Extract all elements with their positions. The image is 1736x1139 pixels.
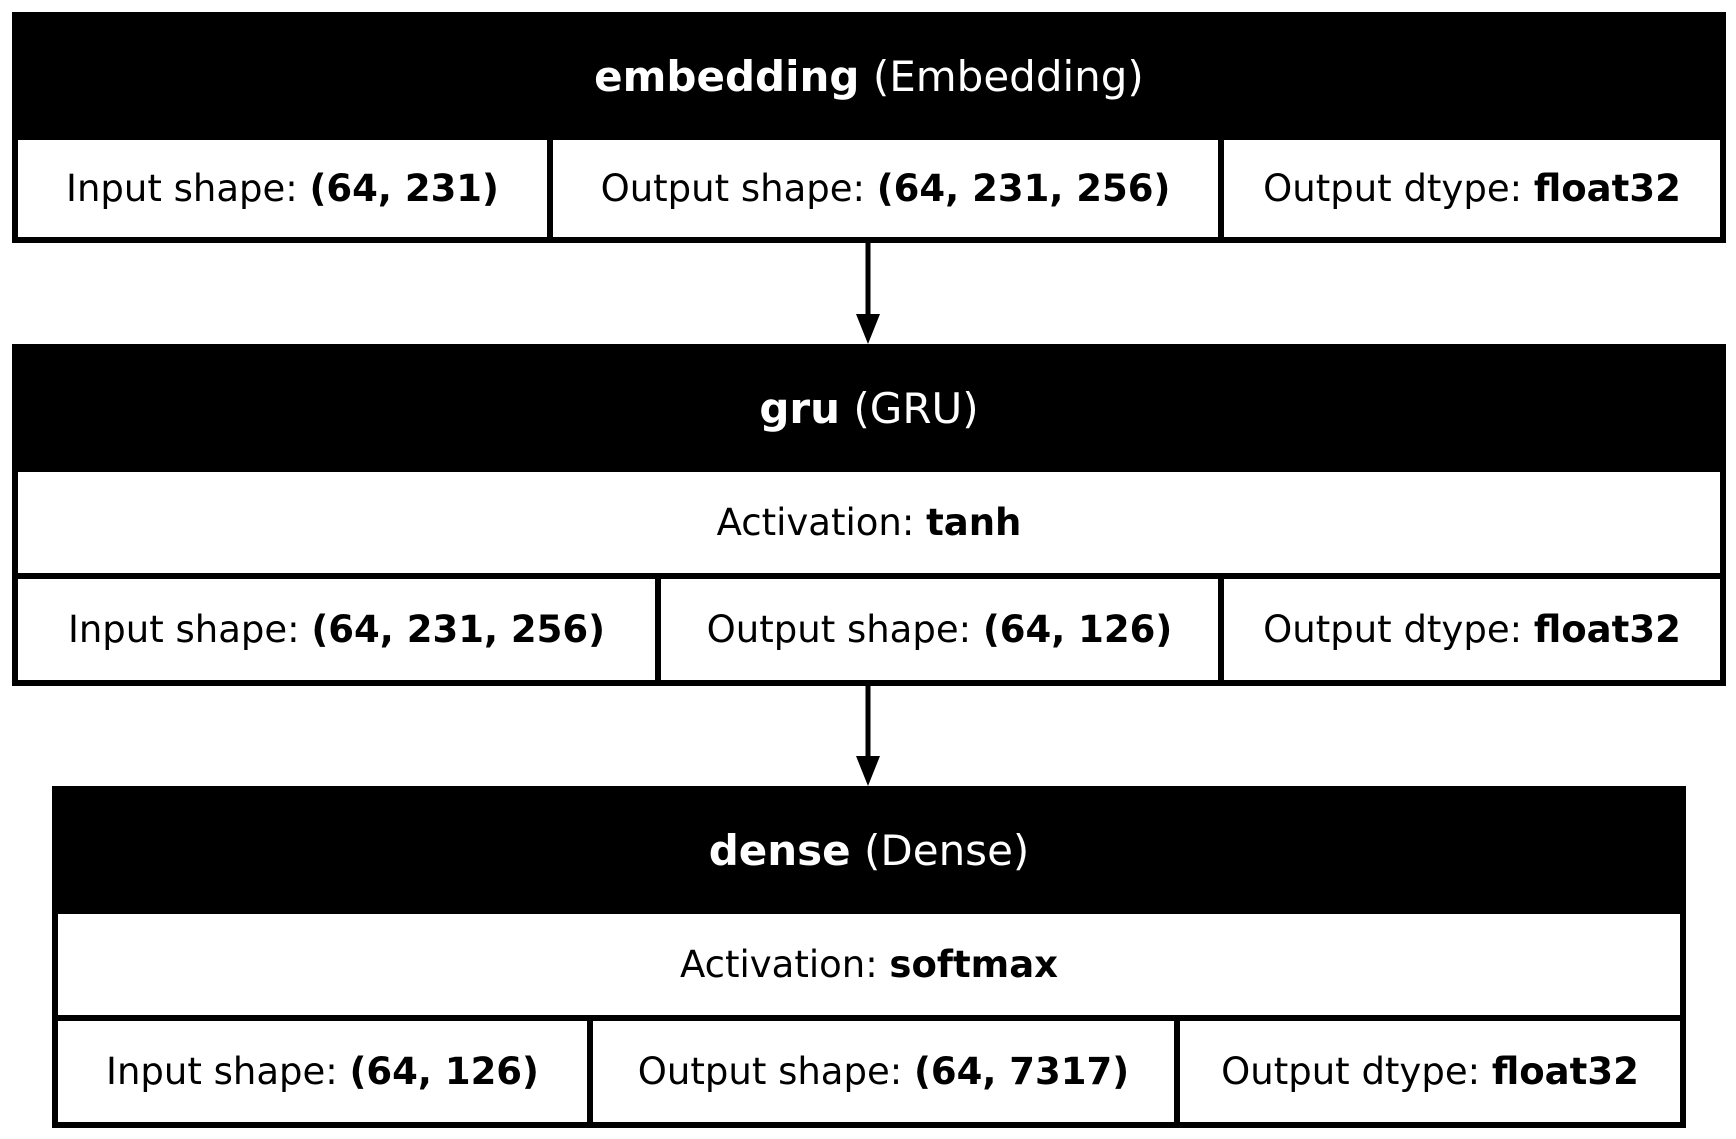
output-dtype-cell: Output dtype: float32	[1218, 579, 1720, 680]
output-dtype-cell: Output dtype: float32	[1174, 1021, 1680, 1122]
output-shape-value: (64, 231, 256)	[876, 167, 1171, 210]
layer-header-embedding: embedding (Embedding)	[18, 18, 1720, 134]
layer-header-dense: dense (Dense)	[58, 792, 1680, 908]
input-shape-cell: Input shape: (64, 231, 256)	[67, 608, 606, 651]
layer-gru: gru (GRU) Activation: tanh Input shape: …	[12, 344, 1726, 686]
input-shape-cell: Input shape: (64, 126)	[106, 1050, 539, 1093]
shape-row: Input shape: (64, 231) Output shape: (64…	[18, 134, 1720, 237]
output-shape-value: (64, 7317)	[913, 1050, 1130, 1093]
layer-embedding: embedding (Embedding) Input shape: (64, …	[12, 12, 1726, 243]
output-shape-cell: Output shape: (64, 126)	[655, 579, 1218, 680]
activation-value: softmax	[889, 943, 1059, 986]
shape-row: Input shape: (64, 126) Output shape: (64…	[58, 1015, 1680, 1122]
shape-row: Input shape: (64, 231, 256) Output shape…	[18, 573, 1720, 680]
output-shape-cell: Output shape: (64, 231, 256)	[547, 140, 1218, 237]
input-shape-cell: Input shape: (64, 231)	[66, 167, 499, 210]
layer-type: (Dense)	[864, 825, 1030, 875]
activation-row: Activation: softmax	[58, 908, 1680, 1015]
layer-header-gru: gru (GRU)	[18, 350, 1720, 466]
input-shape-value: (64, 126)	[349, 1050, 539, 1093]
output-dtype-cell: Output dtype: float32	[1218, 140, 1720, 237]
input-shape-value: (64, 231)	[309, 167, 499, 210]
layer-dense: dense (Dense) Activation: softmax Input …	[52, 786, 1686, 1128]
input-shape-value: (64, 231, 256)	[311, 608, 606, 651]
layer-name: gru	[759, 383, 841, 433]
output-shape-value: (64, 126)	[982, 608, 1173, 651]
arrow-embedding-to-gru	[856, 243, 880, 344]
output-dtype-value: float32	[1533, 167, 1681, 210]
activation-value: tanh	[926, 501, 1022, 544]
output-dtype-value: float32	[1491, 1050, 1639, 1093]
layer-type: (GRU)	[853, 383, 979, 433]
activation-cell: Activation: softmax	[679, 943, 1059, 986]
layer-name: dense	[708, 825, 851, 875]
layer-type: (Embedding)	[872, 51, 1144, 101]
output-shape-cell: Output shape: (64, 7317)	[587, 1021, 1174, 1122]
output-dtype-value: float32	[1533, 608, 1681, 651]
layer-name: embedding	[594, 51, 860, 101]
activation-row: Activation: tanh	[18, 466, 1720, 573]
arrow-gru-to-dense	[856, 686, 880, 786]
activation-cell: Activation: tanh	[716, 501, 1022, 544]
